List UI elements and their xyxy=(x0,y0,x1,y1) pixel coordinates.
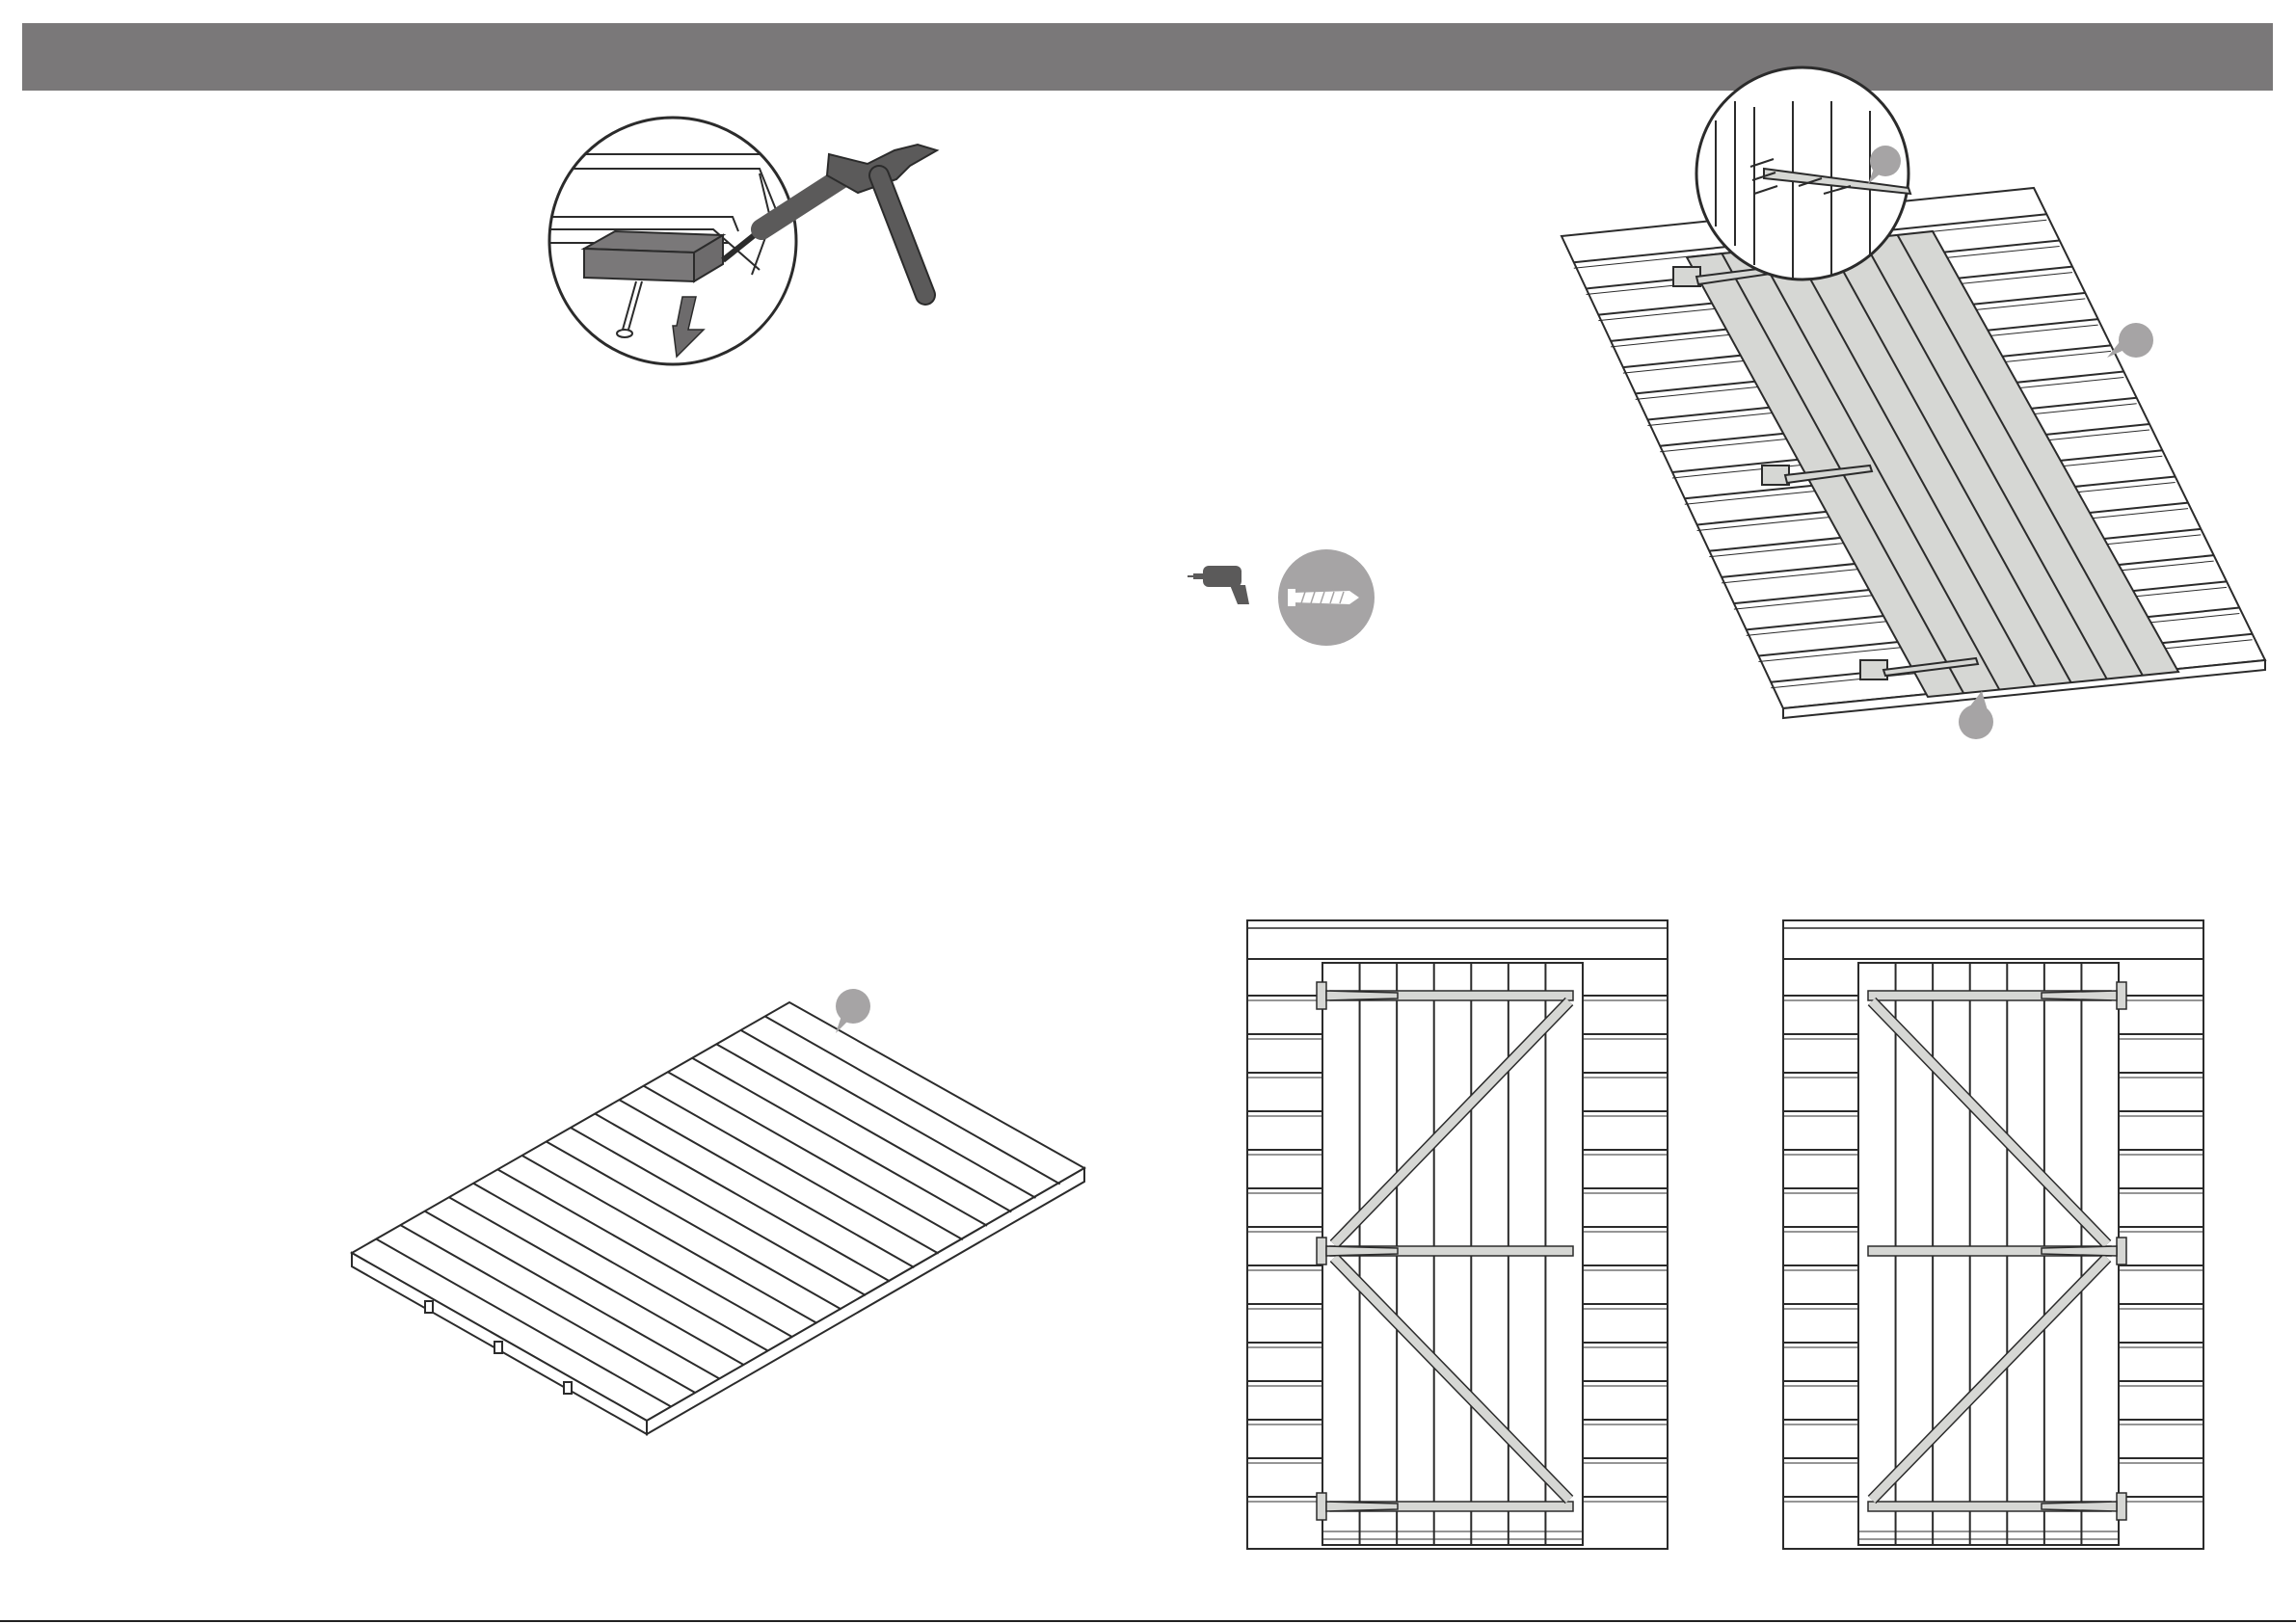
door-front-left xyxy=(1245,918,1669,1555)
punch-icon xyxy=(584,231,723,281)
tools xyxy=(1186,545,1378,651)
nail-removal-detail xyxy=(540,116,983,386)
screwdriver-icon xyxy=(723,173,848,260)
door-front-right xyxy=(1781,918,2205,1555)
magnified-detail xyxy=(1696,67,1910,280)
door-hinge-fixing xyxy=(1552,101,2275,747)
floor-panel xyxy=(342,973,1094,1455)
arrow-down-icon xyxy=(673,297,704,357)
screw-icon xyxy=(1278,549,1375,646)
bottom-rule xyxy=(0,1620,2296,1622)
drill-icon xyxy=(1188,566,1249,604)
callout-marker-icon xyxy=(2107,323,2153,358)
hammer-icon xyxy=(827,145,937,295)
header-bar xyxy=(22,23,2273,91)
nail-icon xyxy=(617,281,642,337)
callout-marker-icon xyxy=(836,989,870,1033)
